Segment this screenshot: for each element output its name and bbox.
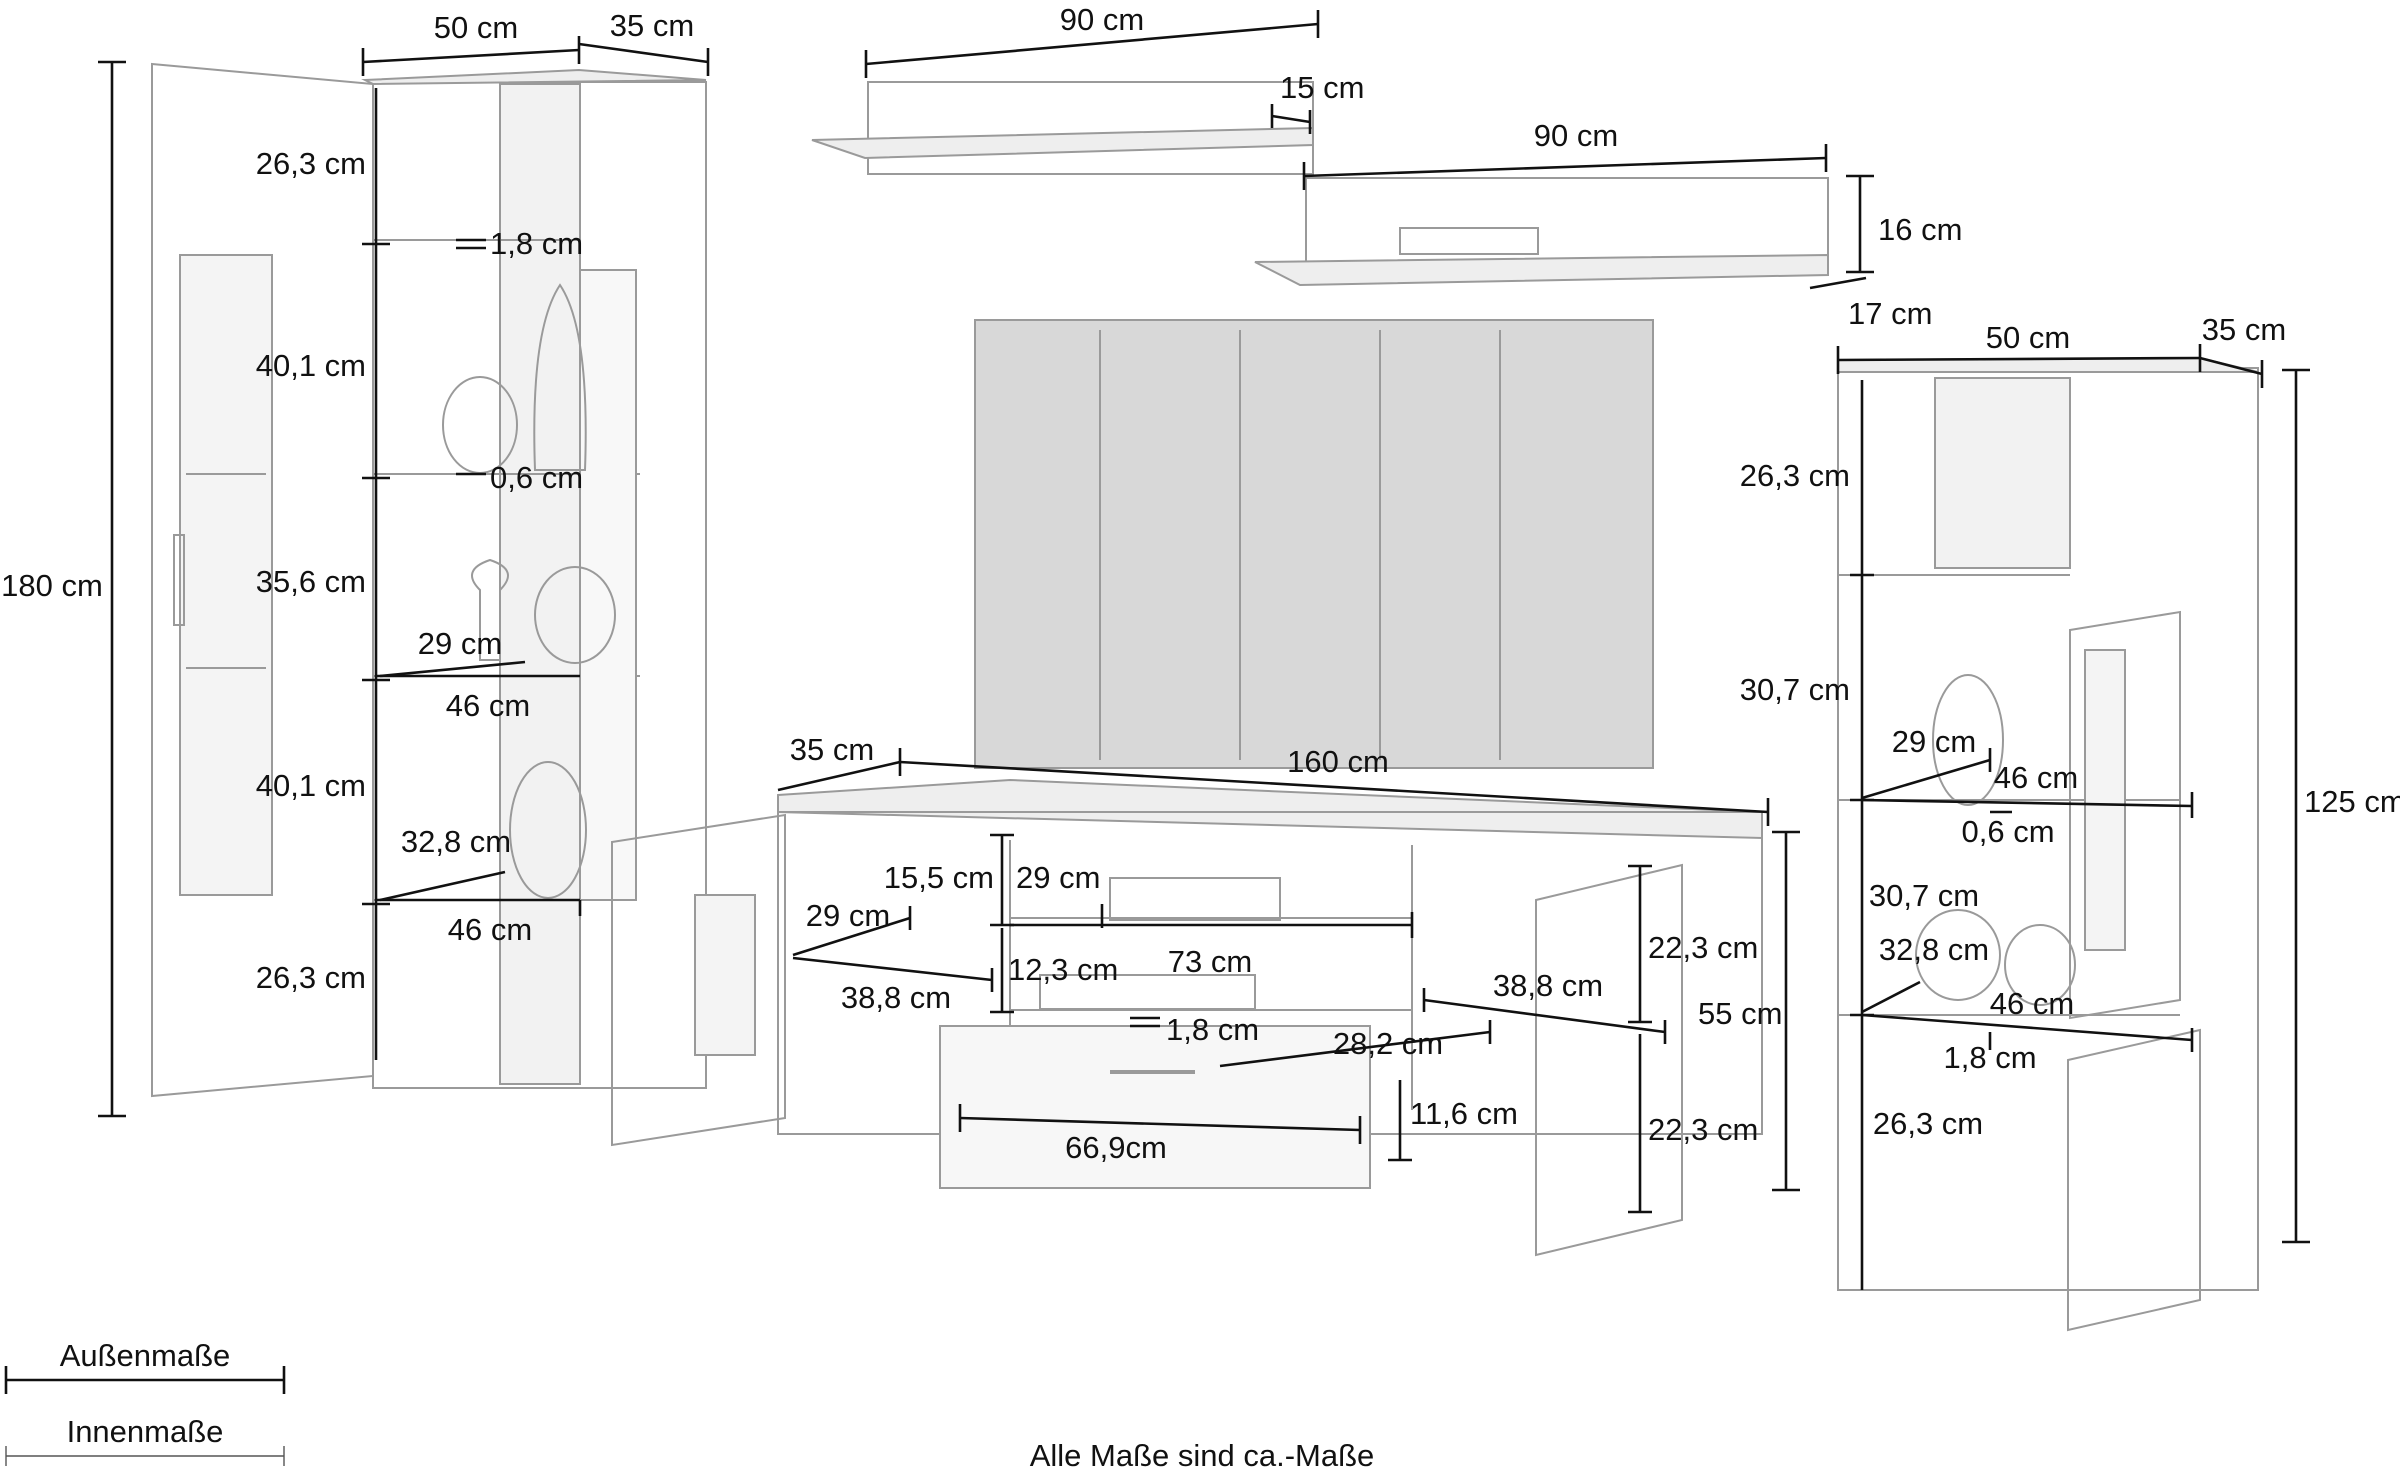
books-icon (1399, 227, 1539, 255)
footer-note: Alle Maße sind ca.-Maße (1030, 1438, 1375, 1473)
small-cabinet-compartment-4-label: 26,3 cm (1873, 1106, 1983, 1141)
dimension-lines (4, 10, 2310, 1394)
small-cabinet-inner-depth-2-label: 32,8 cm (1879, 932, 1989, 967)
wall-shelf-1 (867, 81, 1314, 175)
tv-board-right-width-label: 38,8 cm (1493, 968, 1603, 1003)
tall-cabinet-compartment-3-label: 35,6 cm (256, 564, 366, 599)
tall-cabinet-inner-width-2-label: 46 cm (448, 912, 532, 947)
tall-cabinet-top (361, 68, 707, 86)
tv-board-top (777, 778, 1763, 840)
tv-board-right-door (1535, 863, 1683, 1257)
tv-board-height-label: 55 cm (1698, 996, 1782, 1031)
tall-cabinet-glass-thickness-label: 0,6 cm (490, 460, 583, 495)
small-cabinet-inner-width-1-label: 46 cm (1994, 760, 2078, 795)
tv-board-drawer (939, 1025, 1371, 1189)
tall-cabinet-inner-depth-2-label: 32,8 cm (401, 824, 511, 859)
tall-cabinet-inner-depth-1-label: 29 cm (418, 626, 502, 661)
furniture-line-art (151, 62, 2259, 1332)
tv-board-drawer-width-label: 66,9cm (1065, 1130, 1167, 1165)
dimension-labels: 50 cm 35 cm 180 cm 26,3 cm 1,8 cm 40,1 c… (1, 2, 2400, 1165)
legend-outer-label: Außenmaße (60, 1338, 231, 1373)
tv-board-mid-height-label: 12,3 cm (1008, 952, 1118, 987)
small-cabinet-width-label: 50 cm (1986, 320, 2070, 355)
small-cabinet-door (2069, 610, 2181, 1020)
tv-board-right-lower-label: 22,3 cm (1648, 1112, 1758, 1147)
tv-board-top-depth-label: 29 cm (1016, 860, 1100, 895)
shelf-2-depth-label: 17 cm (1848, 296, 1932, 331)
small-cabinet-depth-label: 35 cm (2202, 312, 2286, 347)
shelf-1-width-label: 90 cm (1060, 2, 1144, 37)
small-cabinet (1837, 356, 2259, 1332)
legend: Außenmaße Innenmaße (60, 1338, 231, 1449)
tall-cabinet-compartment-4-label: 40,1 cm (256, 768, 366, 803)
vase-icon (1932, 674, 2004, 806)
tv-board (611, 778, 1763, 1257)
tall-cabinet-door-glass (179, 254, 273, 896)
tall-cabinet-height-label: 180 cm (1, 568, 103, 603)
tv-board-right-upper-label: 22,3 cm (1648, 930, 1758, 965)
tall-cabinet-compartment-2-label: 40,1 cm (256, 348, 366, 383)
stacked-items-icon (1039, 974, 1256, 1010)
stacked-items-icon (1109, 877, 1281, 921)
small-cabinet-compartment-1-label: 26,3 cm (1740, 458, 1850, 493)
small-cabinet-inner-width-2-label: 46 cm (1990, 986, 2074, 1021)
vase-icon (471, 558, 509, 661)
vase-icon (534, 566, 616, 664)
tv-board-width-label: 160 cm (1287, 744, 1389, 779)
tv-board-top-height-label: 15,5 cm (884, 860, 994, 895)
shelf-2-width-label: 90 cm (1534, 118, 1618, 153)
legend-inner-label: Innenmaße (67, 1414, 224, 1449)
tall-cabinet-back (499, 83, 581, 1085)
tall-cabinet-inner-width-1-label: 46 cm (446, 688, 530, 723)
vase-icon (1915, 909, 2001, 1001)
tv-board-glass-depth-label: 29 cm (806, 898, 890, 933)
wall-shelf-2-board (1254, 253, 1829, 287)
vase-icon (2004, 924, 2076, 1006)
tv-board-shelf-thickness-label: 1,8 cm (1166, 1012, 1259, 1047)
vase-icon (509, 761, 587, 899)
small-cabinet-compartment-3-label: 30,7 cm (1869, 878, 1979, 913)
small-cabinet-shelf-thickness-label: 1,8 cm (1943, 1040, 2036, 1075)
small-cabinet-compartment-2-label: 30,7 cm (1740, 672, 1850, 707)
tv-board-left-door (611, 813, 786, 1147)
tv-screen (974, 319, 1654, 769)
tv-board-drawer-height-label: 11,6 cm (1410, 1096, 1518, 1131)
tall-cabinet-shelf-thickness-label: 1,8 cm (490, 226, 583, 261)
tall-cabinet-compartment-1-label: 26,3 cm (256, 146, 366, 181)
tv-board-inner-width-label: 73 cm (1168, 944, 1252, 979)
tv-board-glass-width-label: 38,8 cm (841, 980, 951, 1015)
small-cabinet-glass-thickness-label: 0,6 cm (1961, 814, 2054, 849)
tv-board-depth-label: 35 cm (790, 732, 874, 767)
wall-shelf-1-board (811, 126, 1314, 160)
shelf-1-depth-label: 15 cm (1280, 70, 1364, 105)
tv-board-drawer-depth-label: 28,2 cm (1333, 1026, 1443, 1061)
small-cabinet-height-label: 125 cm (2304, 784, 2400, 819)
tall-cabinet (151, 62, 707, 1098)
tall-cabinet-handle (173, 534, 185, 626)
vase-icon (533, 283, 587, 471)
tall-cabinet-compartment-5-label: 26,3 cm (256, 960, 366, 995)
small-cabinet-lower-door (2067, 1028, 2201, 1332)
small-cabinet-inner-depth-1-label: 29 cm (1892, 724, 1976, 759)
legend-inner-line (5, 1446, 285, 1466)
tall-cabinet-width-label: 50 cm (434, 10, 518, 45)
tall-cabinet-depth-label: 35 cm (610, 8, 694, 43)
shelf-2-height-label: 16 cm (1878, 212, 1962, 247)
